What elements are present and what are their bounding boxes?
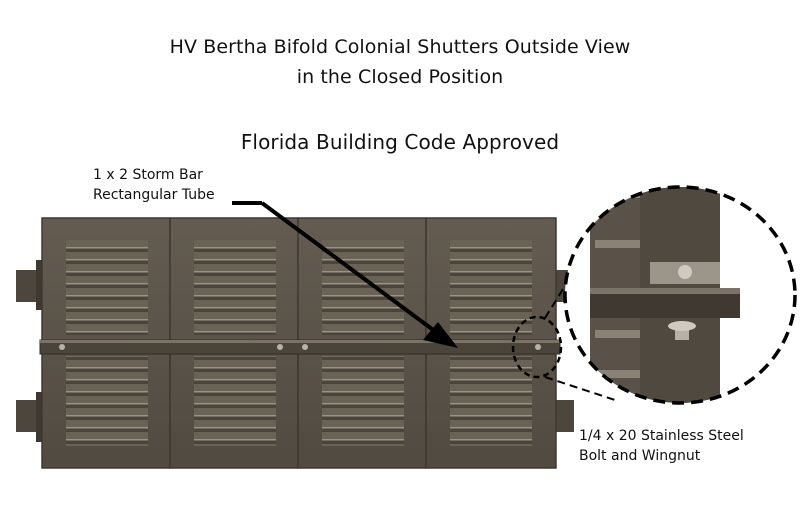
storm-bar-callout-line1: 1 x 2 Storm Bar [93, 167, 203, 183]
zoom-detail [565, 187, 795, 403]
storm-bar-callout-line2: Rectangular Tube [93, 187, 215, 203]
arrow-icon [232, 201, 458, 348]
hinge-left-top [16, 270, 38, 302]
bolt-callout-line2: Bolt and Wingnut [579, 448, 701, 464]
hinge-right-bottom [556, 400, 574, 432]
page-title-line2: in the Closed Position [296, 66, 504, 88]
page-title-line1: HV Bertha Bifold Colonial Shutters Outsi… [169, 36, 631, 58]
magnifier-circle-icon [511, 315, 563, 379]
louvers [66, 240, 148, 335]
shutter-assembly [16, 217, 574, 469]
page-subtitle: Florida Building Code Approved [240, 130, 560, 154]
hinge-left-bottom [16, 400, 38, 432]
zoom-circle-outline [563, 185, 797, 405]
bolt-callout-line1: 1/4 x 20 Stainless Steel [579, 428, 744, 444]
bolt-callout: 1/4 x 20 Stainless Steel Bolt and Wingnu… [579, 426, 744, 466]
storm-bar-callout: 1 x 2 Storm Bar Rectangular Tube [93, 165, 215, 205]
